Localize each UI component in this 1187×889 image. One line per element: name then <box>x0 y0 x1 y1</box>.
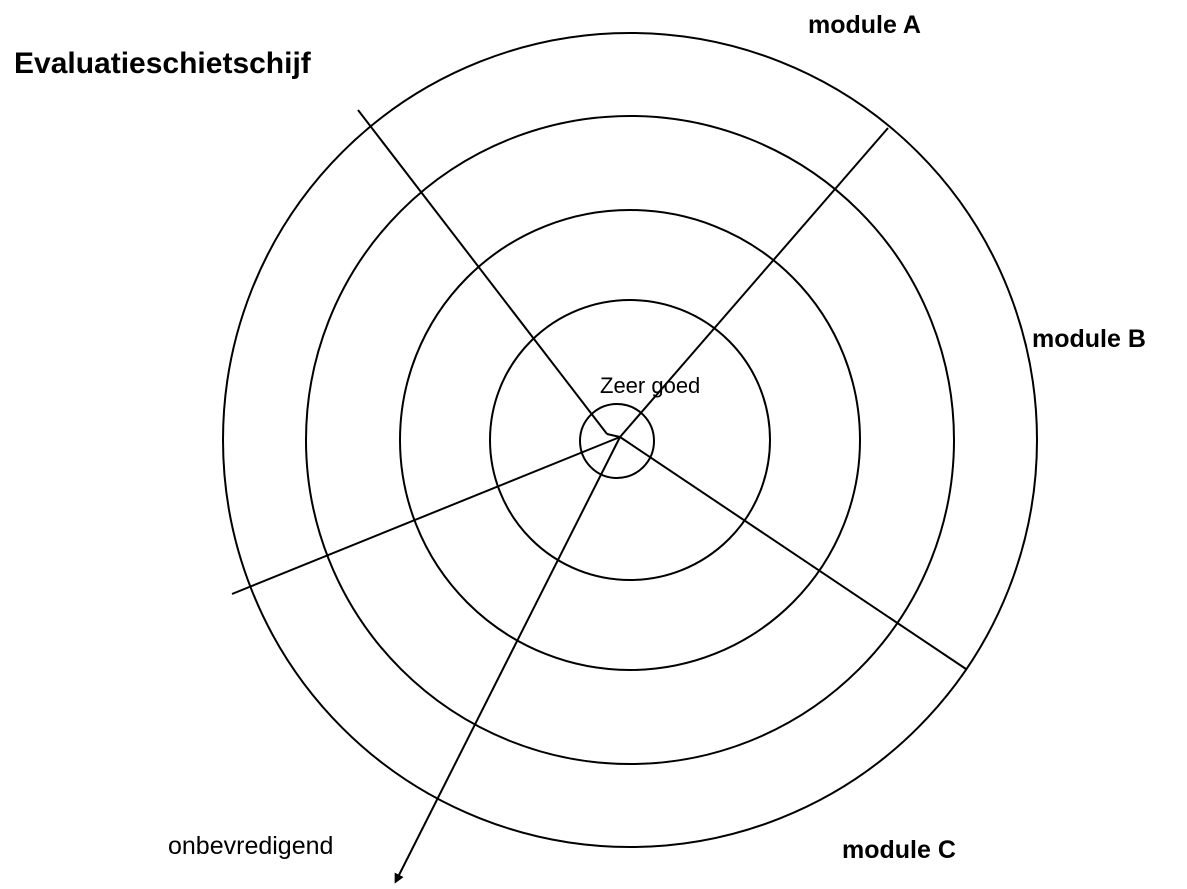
divider-upper-right <box>619 127 889 438</box>
ring-bullseye <box>579 403 655 479</box>
divider-upper-left <box>357 109 608 435</box>
ring-2 <box>399 209 861 671</box>
ring-outer <box>222 32 1038 848</box>
diagram-title: Evaluatieschietschijf <box>14 47 312 80</box>
scale-worst-label: onbevredigend <box>168 832 333 860</box>
ring-1 <box>489 299 771 581</box>
scale-arrow <box>394 436 621 884</box>
divider-connector <box>606 433 621 438</box>
ring-3 <box>305 115 955 765</box>
module-a-label: module A <box>808 11 921 39</box>
divider-lower-left <box>231 436 621 595</box>
module-c-label: module C <box>842 836 956 864</box>
target-rings <box>222 32 1038 848</box>
scale-best-label: Zeer goed <box>600 373 700 398</box>
module-b-label: module B <box>1032 325 1146 353</box>
divider-lower-right <box>619 436 967 670</box>
sector-dividers <box>231 109 967 670</box>
